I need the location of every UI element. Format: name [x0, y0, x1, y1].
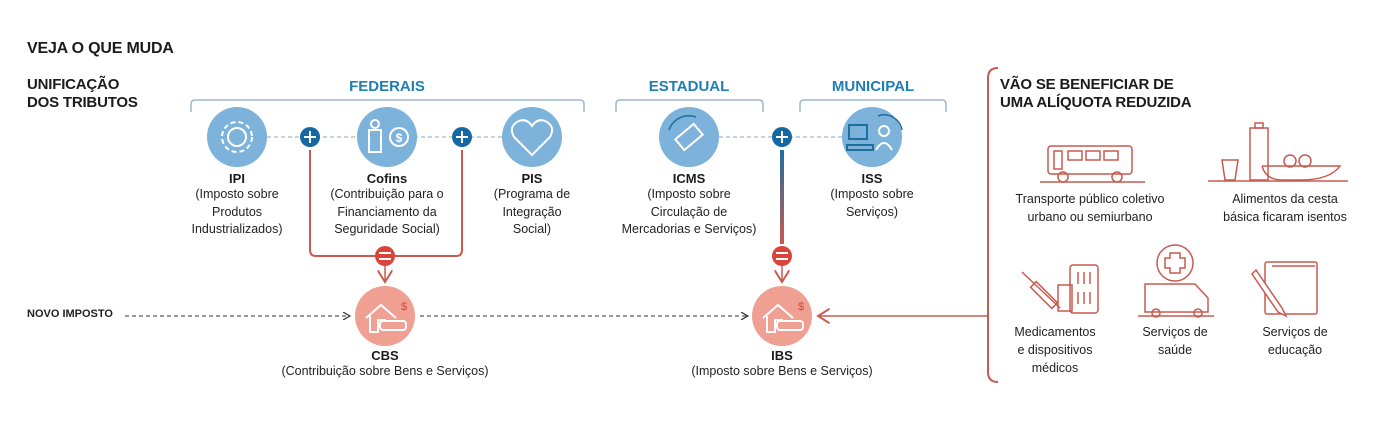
tax-desc-line: (Imposto sobre [830, 187, 914, 201]
tax-desc-line: Financiamento da [337, 204, 437, 219]
equals-icon [375, 246, 395, 266]
group-federal: FEDERAIS [349, 78, 425, 95]
reduced-title: VÃO SE BENEFICIAR DE UMA ALÍQUOTA REDUZI… [1000, 76, 1192, 112]
caption-line: educação [1267, 343, 1323, 357]
money-cycle-icon [659, 107, 719, 167]
reduced-bracket [987, 67, 999, 383]
tax-desc: (Contribuição sobre Bens e Serviços) [281, 364, 489, 378]
tax-name: IBS [771, 348, 793, 363]
house-car-icon: $ [355, 286, 415, 346]
tax-cofins: Cofins (Contribuição para o Financiamento… [312, 171, 462, 239]
caption-line: básica ficaram isentos [1223, 210, 1347, 224]
family-money-icon: $ [357, 107, 417, 167]
tax-desc-line: Industrializados) [191, 222, 283, 236]
house-car-icon: $ [752, 286, 812, 346]
reduced-item-health: Serviços de saúde [1125, 323, 1225, 359]
tax-desc-line: (Imposto sobre [647, 187, 731, 201]
tax-name: ICMS [672, 171, 706, 186]
ambulance-icon [1138, 244, 1214, 318]
new-tax-cbs: CBS (Contribuição sobre Bens e Serviços) [245, 348, 525, 381]
page-title: VEJA O QUE MUDA [27, 40, 174, 57]
food-basket-icon [1208, 122, 1348, 182]
caption-line: saúde [1157, 343, 1193, 357]
medicine-icon [1021, 264, 1099, 314]
caption-line: urbano ou semiurbano [1027, 210, 1153, 224]
plus-icon [452, 127, 472, 147]
plus-icon [772, 127, 792, 147]
svg-text:$: $ [401, 301, 407, 313]
reduced-title-line: UMA ALÍQUOTA REDUZIDA [1000, 94, 1192, 111]
group-state: ESTADUAL [648, 78, 730, 95]
caption-line: Alimentos da cesta [1232, 192, 1338, 206]
tax-name: Cofins [366, 171, 408, 186]
gear-icon [207, 107, 267, 167]
state-bracket [615, 99, 764, 112]
reduced-item-medicine: Medicamentos e dispositivos médicos [1000, 323, 1110, 377]
new-tax-ibs: IBS (Imposto sobre Bens e Serviços) [642, 348, 922, 381]
equals-icon [772, 246, 792, 266]
federal-bracket [190, 99, 585, 112]
service-worker-icon [842, 107, 903, 167]
group-municipal: MUNICIPAL [831, 78, 915, 95]
new-tax-label: NOVO IMPOSTO [27, 308, 113, 320]
reduced-item-food: Alimentos da cesta básica ficaram isentos [1200, 190, 1370, 226]
reduced-item-transport: Transporte público coletivo urbano ou sem… [1000, 190, 1180, 226]
plus-icon [300, 127, 320, 147]
tax-name: CBS [371, 348, 399, 363]
tax-desc-line: (Imposto sobre [195, 187, 279, 201]
tax-desc-line: Produtos [211, 204, 263, 219]
tax-desc-line: Circulação de [650, 204, 728, 219]
caption-line: e dispositivos [1017, 343, 1093, 357]
caption-line: Transporte público coletivo [1015, 192, 1165, 206]
tax-desc-line: Seguridade Social) [334, 222, 440, 236]
tax-desc-line: Serviços) [845, 204, 899, 219]
tax-desc: (Imposto sobre Bens e Serviços) [691, 364, 873, 378]
book-pencil-icon [1251, 261, 1318, 318]
caption-line: Serviços de [1142, 325, 1208, 339]
tax-name: PIS [521, 171, 543, 186]
caption-line: Medicamentos [1014, 325, 1096, 339]
section-title-line: UNIFICAÇÃO [27, 76, 120, 93]
tax-desc-line: (Programa de [493, 187, 571, 201]
tax-name: IPI [229, 171, 245, 186]
svg-text:$: $ [396, 131, 403, 145]
tax-desc-line: Mercadorias e Serviços) [621, 222, 757, 236]
handshake-heart-icon [502, 107, 562, 167]
bus-icon [1040, 145, 1145, 183]
reduced-item-education: Serviços de educação [1240, 323, 1350, 359]
caption-line: Serviços de [1262, 325, 1328, 339]
svg-text:$: $ [798, 301, 804, 313]
tax-desc: (Contribuição para o Financiamento da Segu… [312, 186, 462, 239]
tax-desc-line: Integração [502, 204, 562, 219]
municipal-bracket [799, 99, 947, 112]
section-title: UNIFICAÇÃO DOS TRIBUTOS [27, 76, 138, 112]
tax-desc-line: Social) [512, 222, 552, 236]
tax-name: ISS [861, 171, 883, 186]
section-title-line: DOS TRIBUTOS [27, 94, 138, 111]
reduced-title-line: VÃO SE BENEFICIAR DE [1000, 76, 1174, 93]
tax-desc-line: (Contribuição para o [330, 187, 444, 201]
caption-line: médicos [1031, 361, 1079, 375]
